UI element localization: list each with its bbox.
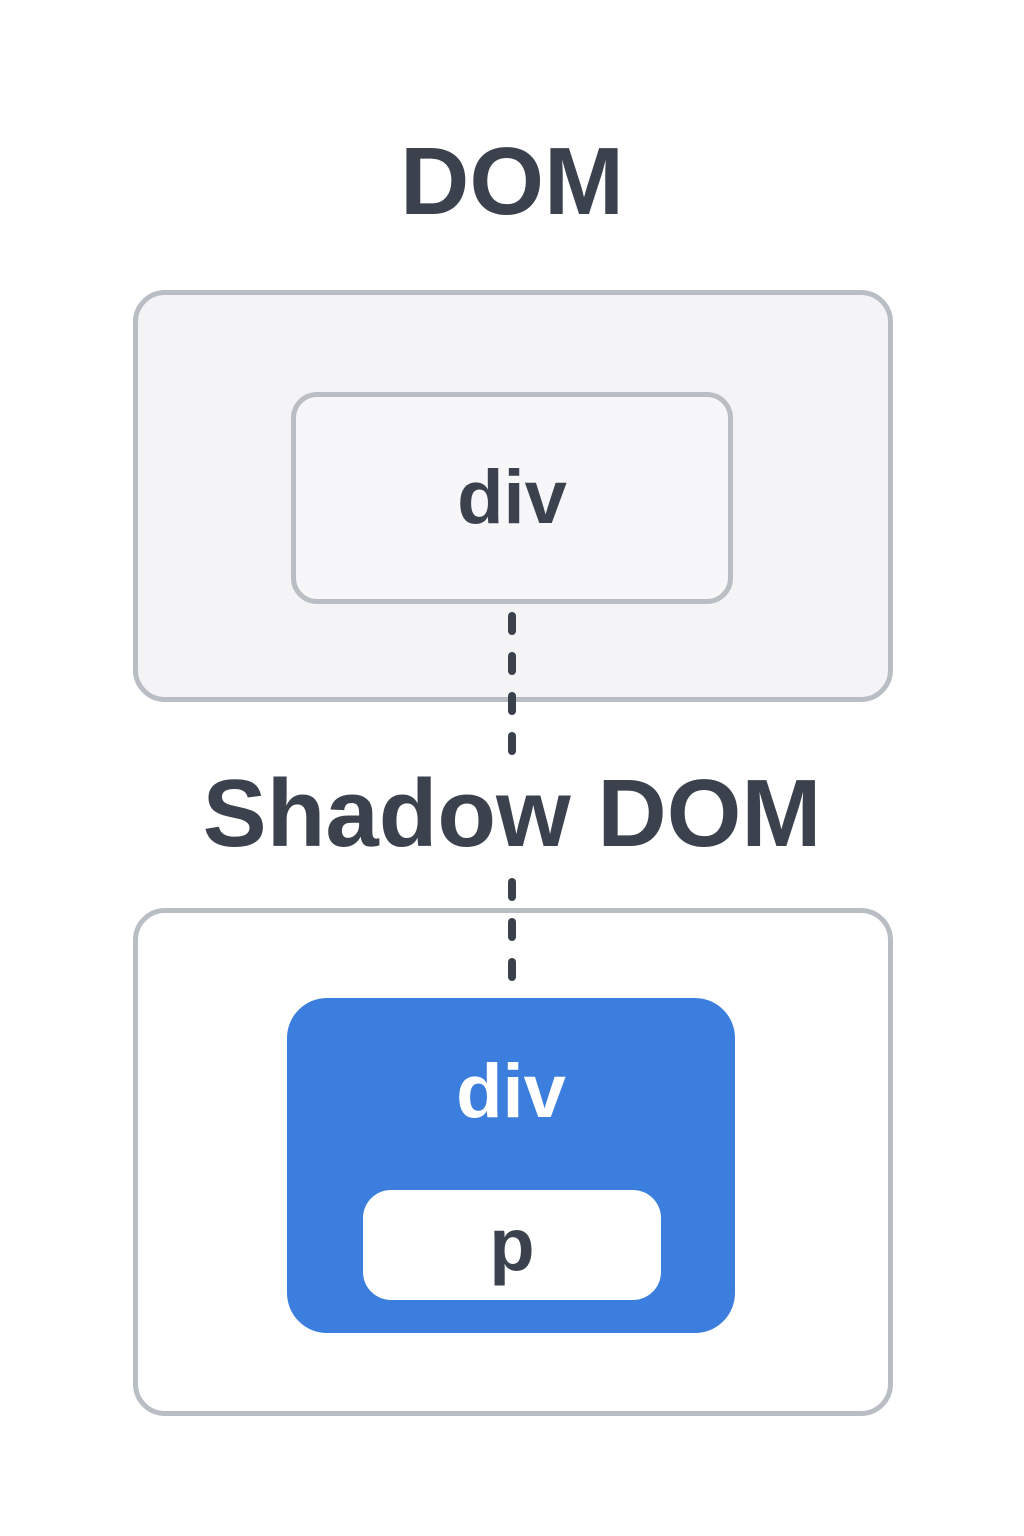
shadow-host-div-label: div — [456, 1049, 566, 1134]
shadow-p-label: p — [489, 1203, 535, 1286]
shadow-dom-title: Shadow DOM — [202, 760, 822, 867]
dom-div-node: div — [291, 392, 733, 604]
dom-title: DOM — [400, 128, 624, 235]
shadow-p-node: p — [363, 1190, 661, 1300]
dom-div-label: div — [457, 455, 567, 540]
